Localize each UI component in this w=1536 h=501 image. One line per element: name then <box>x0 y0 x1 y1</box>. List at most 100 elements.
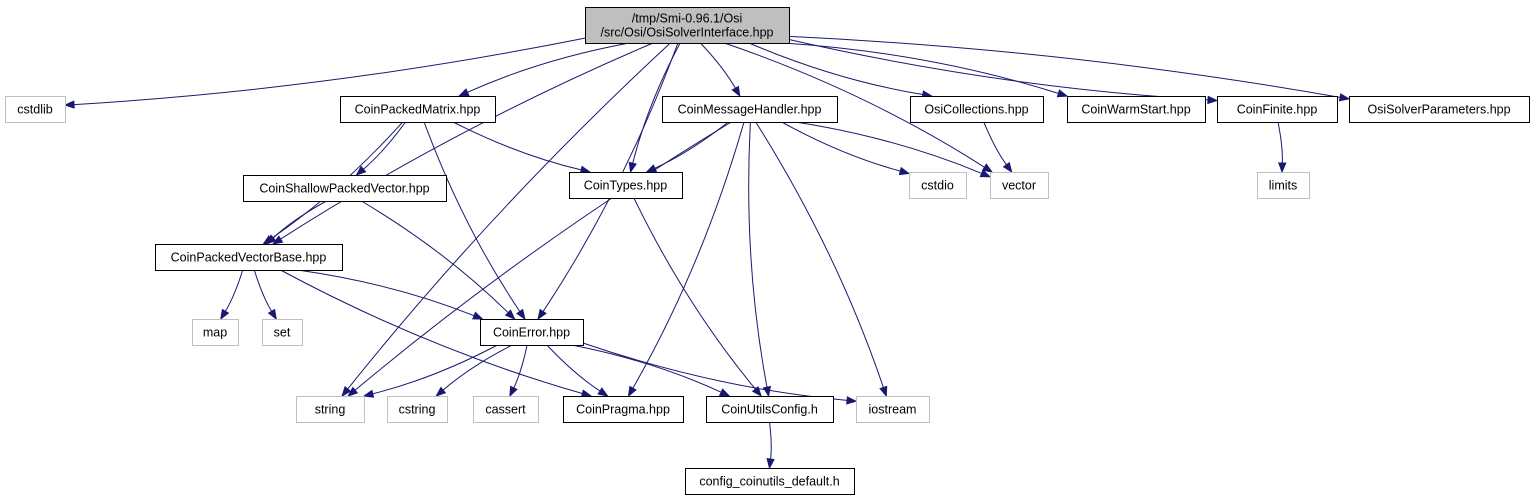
node-CoinPackedMatrix[interactable]: CoinPackedMatrix.hpp <box>340 96 496 123</box>
edge-CoinError-to-CoinUtilsConfig <box>571 344 731 397</box>
node-set: set <box>262 319 303 346</box>
edge-line <box>582 342 848 401</box>
edge-OsiSolverInterface-to-CoinFinite <box>788 39 1219 105</box>
node-label: OsiSolverParameters.hpp <box>1367 103 1510 117</box>
node-box <box>155 244 343 271</box>
arrowhead-icon <box>516 308 526 321</box>
node-box <box>262 319 303 346</box>
arrowhead-icon <box>766 458 775 470</box>
arrowhead-icon <box>751 385 762 398</box>
node-box <box>480 319 584 346</box>
node-label: CoinError.hpp <box>493 326 570 340</box>
node-label: /src/Osi/OsiSolverInterface.hpp <box>601 26 774 40</box>
node-label: CoinTypes.hpp <box>584 179 667 193</box>
node-CoinPackedVectorBase[interactable]: CoinPackedVectorBase.hpp <box>155 244 343 271</box>
edge-line <box>363 121 406 170</box>
edge-line <box>224 269 244 312</box>
node-CoinError[interactable]: CoinError.hpp <box>480 319 584 346</box>
node-label: CoinWarmStart.hpp <box>1081 103 1190 117</box>
node-box <box>1217 96 1338 123</box>
edge-CoinShallowPackedVector-to-CoinError <box>361 200 516 320</box>
edge-CoinError-to-string <box>362 344 498 398</box>
edge-OsiSolverInterface-to-cstdlib <box>63 37 586 109</box>
arrowhead-icon <box>1002 161 1013 174</box>
edge-line <box>783 42 1059 94</box>
edge-CoinPackedMatrix-to-CoinTypes <box>452 121 592 174</box>
edge-line <box>1277 121 1283 164</box>
node-CoinUtilsConfig[interactable]: CoinUtilsConfig.h <box>706 396 834 423</box>
edge-line <box>983 121 1007 165</box>
node-label: CoinFinite.hpp <box>1237 103 1318 117</box>
node-box <box>243 175 447 202</box>
node-limits: limits <box>1257 172 1310 199</box>
arrowhead-icon <box>979 169 992 178</box>
node-vector: vector <box>990 172 1049 199</box>
arrowhead-icon <box>627 385 637 398</box>
node-box <box>569 172 683 199</box>
node-CoinFinite[interactable]: CoinFinite.hpp <box>1217 96 1338 123</box>
edge-line <box>354 121 732 391</box>
arrowhead-icon <box>580 389 593 398</box>
edge-line <box>467 42 630 93</box>
node-box <box>340 96 496 123</box>
arrowhead-icon <box>846 396 858 405</box>
arrowhead-icon <box>597 387 609 397</box>
node-string: string <box>296 396 365 423</box>
arrowhead-icon <box>509 385 518 398</box>
node-label: CoinPackedMatrix.hpp <box>355 103 481 117</box>
arrowhead-icon <box>220 308 230 321</box>
node-OsiSolverParameters[interactable]: OsiSolverParameters.hpp <box>1349 96 1530 123</box>
edge-CoinPackedMatrix-to-CoinError <box>423 121 526 321</box>
edge-OsiSolverInterface-to-CoinPackedMatrix <box>457 42 630 97</box>
arrowhead-icon <box>271 235 284 245</box>
node-OsiSolverInterface[interactable]: /tmp/Smi-0.96.1/Osi/src/Osi/OsiSolverInt… <box>585 7 790 44</box>
node-box <box>1349 96 1530 123</box>
edge-line <box>769 421 772 460</box>
node-box <box>662 96 838 123</box>
node-box <box>909 172 967 199</box>
edge-OsiSolverInterface-to-OsiSolverParameters <box>788 35 1351 102</box>
edge-CoinShallowPackedVector-to-CoinPackedVectorBase <box>265 200 327 245</box>
edge-CoinMessageHandler-to-vector <box>795 121 992 178</box>
edge-line <box>513 344 528 389</box>
node-CoinPragma[interactable]: CoinPragma.hpp <box>563 396 684 423</box>
edge-line <box>280 269 583 394</box>
node-map: map <box>192 319 239 346</box>
node-config_coinutils_default[interactable]: config_coinutils_default.h <box>685 468 855 495</box>
edge-CoinPackedVectorBase-to-set <box>253 269 277 321</box>
edge-CoinMessageHandler-to-CoinUtilsConfig <box>748 121 772 398</box>
edge-line <box>280 42 654 240</box>
arrowhead-icon <box>362 389 375 398</box>
edge-line <box>442 344 513 391</box>
node-CoinTypes[interactable]: CoinTypes.hpp <box>569 172 683 199</box>
arrowhead-icon <box>504 309 516 320</box>
node-label: set <box>274 326 291 340</box>
arrowhead-icon <box>472 311 484 320</box>
edge-line <box>253 269 273 312</box>
node-label: CoinUtilsConfig.h <box>721 403 818 417</box>
edge-line <box>423 121 521 312</box>
arrowhead-icon <box>981 163 994 173</box>
node-box <box>563 396 684 423</box>
edge-OsiSolverInterface-to-OsiCollections <box>748 42 934 99</box>
node-box <box>387 396 448 423</box>
node-CoinShallowPackedVector[interactable]: CoinShallowPackedVector.hpp <box>243 175 447 202</box>
arrowhead-icon <box>63 100 75 109</box>
node-OsiCollections[interactable]: OsiCollections.hpp <box>910 96 1044 123</box>
node-CoinWarmStart[interactable]: CoinWarmStart.hpp <box>1067 96 1206 123</box>
node-box <box>473 396 539 423</box>
node-label: cstring <box>399 403 436 417</box>
arrowhead-icon <box>718 388 731 397</box>
arrowhead-icon <box>267 308 277 321</box>
node-CoinMessageHandler[interactable]: CoinMessageHandler.hpp <box>662 96 838 123</box>
node-label: cassert <box>485 403 526 417</box>
node-label: config_coinutils_default.h <box>699 475 839 489</box>
node-label: limits <box>1269 179 1297 193</box>
edge-line <box>347 42 671 390</box>
edge-CoinMessageHandler-to-string <box>347 121 732 397</box>
node-label: cstdio <box>921 179 954 193</box>
arrowhead-icon <box>1338 93 1351 102</box>
edge-line <box>755 121 884 388</box>
node-label: CoinPragma.hpp <box>576 403 670 417</box>
edge-line <box>571 344 722 393</box>
